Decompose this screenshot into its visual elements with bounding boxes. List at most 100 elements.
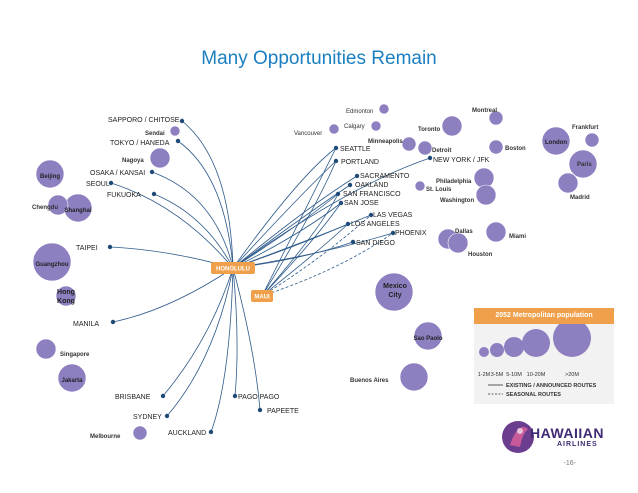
city-bubble-boston — [488, 139, 504, 155]
route-endpoint-taipei — [107, 244, 113, 250]
route-label-san-diego: SAN DIEGO — [356, 240, 395, 247]
route-brisbane — [162, 267, 234, 397]
city-bubble-guangzhou — [32, 242, 72, 282]
maui-route-seattle — [261, 147, 337, 297]
city-bubble-montreal — [488, 110, 504, 126]
route-endpoint-new-york-jfk — [427, 155, 433, 161]
legend-size-5-10m: 5-10M — [506, 372, 522, 378]
city-bubble-jakarta — [57, 363, 87, 393]
city-bubble-london — [541, 126, 571, 156]
legend-bubble-5-10m — [504, 337, 524, 357]
route-endpoint-brisbane — [160, 393, 166, 399]
route-label-oakland: OAKLAND — [355, 182, 388, 189]
route-label-san-jose: SAN JOSE — [344, 200, 379, 207]
city-bubble-buenos-aires — [399, 362, 429, 392]
route-endpoint-sacramento — [354, 173, 360, 179]
route-pago-pago — [232, 267, 238, 397]
city-label-nagoya: Nagoya — [122, 158, 144, 164]
city-label-mexico-city-1: City — [388, 292, 401, 299]
route-endpoint-oakland — [347, 182, 353, 188]
legend-bubble-20m — [553, 319, 591, 357]
city-bubble-madrid — [557, 172, 579, 194]
city-label-frankfurt: Frankfurt — [572, 125, 598, 131]
city-label-hong-kong-0: Hong — [57, 289, 75, 296]
route-label-papeete: PAPEETE — [267, 408, 299, 415]
city-bubble-mexico-city — [374, 272, 414, 312]
legend-size-20m: >20M — [565, 372, 579, 378]
route-label-auckland: AUCKLAND — [168, 430, 206, 437]
route-endpoint-sydney — [164, 413, 170, 419]
city-label-jakarta: Jakarta — [61, 378, 83, 384]
route-label-pago-pago: PAGO PAGO — [238, 394, 280, 401]
route-label-seattle: SEATTLE — [340, 146, 371, 153]
maui-route-los-angeles — [261, 223, 349, 297]
city-label-hong-kong-1: Kong — [57, 298, 75, 305]
route-label-las-vegas: LAS VEGAS — [373, 212, 413, 219]
route-fukuoka — [153, 193, 234, 269]
city-bubble-washington — [475, 184, 497, 206]
legend-size-10-20m: 10-20M — [527, 372, 546, 378]
city-bubble-hong-kong — [55, 285, 77, 307]
route-manila — [112, 267, 234, 323]
city-bubble-minneapolis — [401, 136, 417, 152]
city-bubble-toronto — [441, 115, 463, 137]
route-portland — [232, 160, 337, 269]
city-label-melbourne: Melbourne — [90, 434, 121, 440]
maui-route-san-jose — [261, 202, 342, 297]
route-tokyo-haneda — [177, 140, 234, 269]
route-auckland — [210, 267, 234, 433]
logo-name: HAWAIIAN — [530, 425, 604, 441]
city-label-singapore: Singapore — [60, 352, 90, 358]
route-endpoint-manila — [110, 319, 116, 325]
city-label-montreal: Montreal — [472, 108, 497, 114]
city-label-shanghai: Shanghai — [64, 208, 91, 214]
city-bubble-miami — [485, 221, 507, 243]
page-number: -16- — [563, 460, 576, 467]
city-bubble-edmonton — [378, 103, 390, 115]
hub-maui — [251, 290, 273, 302]
city-bubble-singapore — [35, 338, 57, 360]
city-label-paris: Paris — [577, 162, 592, 168]
city-label-miami: Miami — [509, 234, 526, 240]
route-label-portland: PORTLAND — [341, 159, 379, 166]
route-label-sydney: SYDNEY — [133, 414, 162, 421]
routes-layer — [107, 118, 433, 435]
city-label-minneapolis: Minneapolis — [368, 139, 403, 145]
route-new-york-jfk — [232, 157, 431, 269]
city-bubble-frankfurt — [584, 132, 600, 148]
route-label-osaka-kansai: OSAKA / KANSAI — [90, 170, 145, 177]
hub-label-honolulu: HONOLULU — [216, 267, 250, 273]
legend-bubble-1-2m — [479, 347, 489, 357]
city-bubble-st-louis — [414, 180, 426, 192]
route-sydney — [166, 267, 234, 417]
route-label-brisbane: BRISBANE — [115, 394, 151, 401]
route-sapporo-chitose — [181, 120, 234, 269]
city-label-st-louis: St. Louis — [426, 187, 452, 193]
route-san-jose — [232, 202, 342, 269]
city-label-madrid: Madrid — [570, 195, 590, 201]
route-endpoint-pago-pago — [232, 393, 238, 399]
legend-size-1-2m: 1-2M — [478, 372, 491, 378]
legend-size-3-5m: 3-5M — [491, 372, 504, 378]
city-bubble-sendai — [169, 125, 181, 137]
city-label-vancouver: Vancouver — [294, 131, 322, 137]
city-bubble-beijing — [35, 159, 65, 189]
route-label-sapporo-chitose: SAPPORO / CHITOSE — [108, 117, 180, 124]
city-label-calgary: Calgary — [344, 124, 365, 130]
city-label-washington: Washington — [440, 198, 474, 204]
legend-label-seasonal: SEASONAL ROUTES — [506, 392, 561, 398]
slide-title: Many Opportunities Remain — [201, 48, 437, 69]
legend-bubble-3-5m — [490, 343, 504, 357]
city-bubble-calgary — [370, 120, 382, 132]
hub-honolulu — [211, 262, 255, 274]
route-label-new-york-jfk: NEW YORK / JFK — [433, 157, 490, 164]
city-label-dallas: Dallas — [455, 229, 473, 235]
city-label-toronto: Toronto — [418, 127, 441, 133]
city-label-sao-paolo: Sao Paolo — [413, 336, 442, 342]
city-label-guangzhou: Guangzhou — [36, 262, 69, 268]
